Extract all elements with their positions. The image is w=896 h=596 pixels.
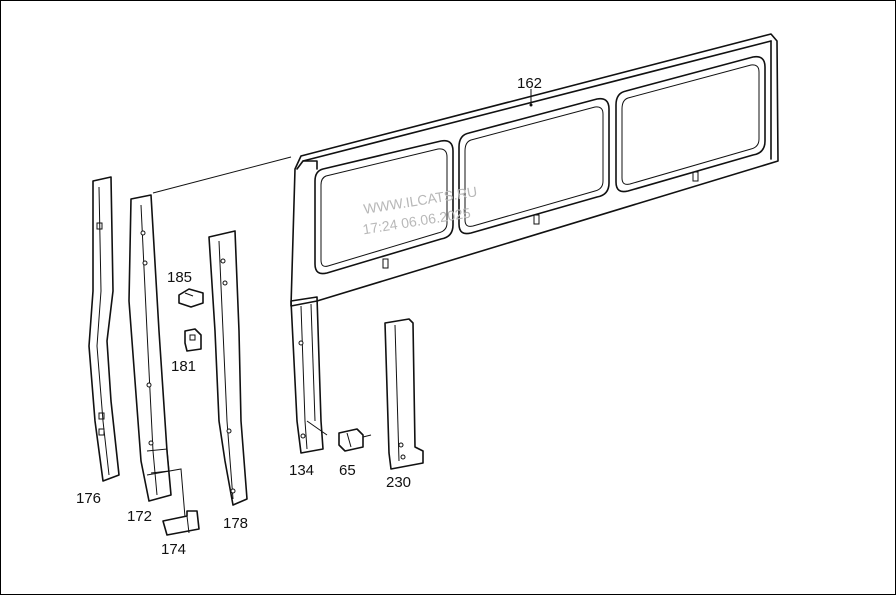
label-230[interactable]: 230 [386, 474, 411, 491]
label-178[interactable]: 178 [223, 515, 248, 532]
label-174[interactable]: 174 [161, 541, 186, 558]
assembly-line [152, 156, 292, 194]
watermark: WWW.ILCATS.RU 17:24 06.06.2025 [361, 183, 478, 237]
part-65-bracket[interactable] [338, 428, 372, 452]
part-134-pillar[interactable] [290, 296, 328, 454]
label-162[interactable]: 162 [517, 75, 542, 92]
label-65[interactable]: 65 [339, 462, 356, 479]
label-172[interactable]: 172 [127, 508, 152, 525]
label-176[interactable]: 176 [76, 490, 101, 507]
label-185[interactable]: 185 [167, 269, 192, 286]
part-181-clip[interactable] [184, 328, 202, 352]
part-172-pillar[interactable] [128, 194, 186, 518]
label-181[interactable]: 181 [171, 358, 196, 375]
part-174-bracket[interactable] [162, 510, 200, 536]
part-162-side-panel[interactable] [290, 33, 779, 307]
part-230-post[interactable] [384, 318, 424, 470]
part-178-pillar[interactable] [208, 230, 248, 506]
part-185-clip[interactable] [178, 288, 204, 308]
part-176-post[interactable] [88, 176, 120, 482]
label-134[interactable]: 134 [289, 462, 314, 479]
